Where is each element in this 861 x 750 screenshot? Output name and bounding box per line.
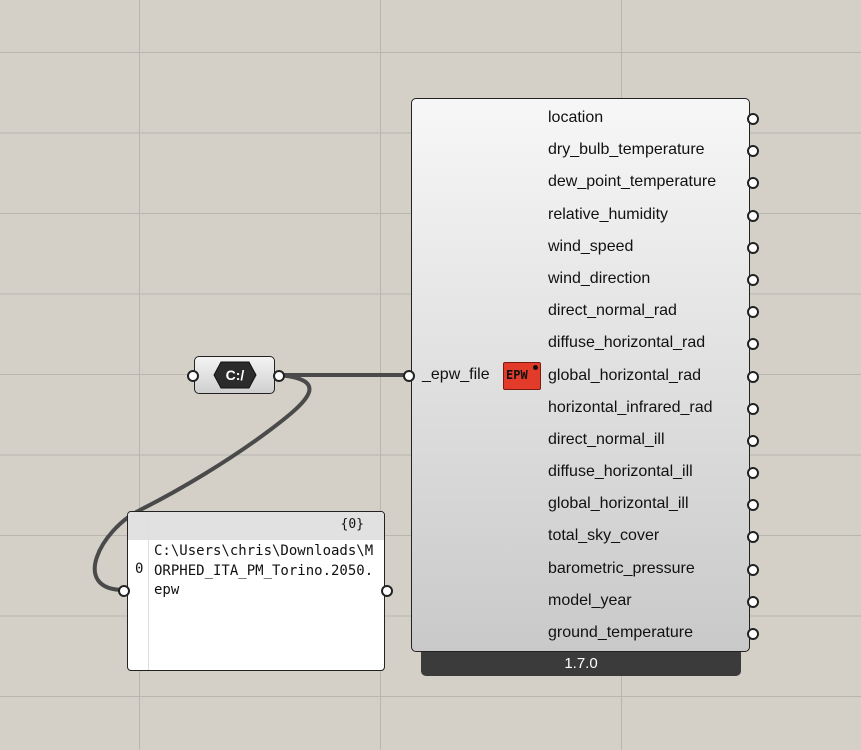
output-port[interactable] — [747, 209, 759, 222]
output-label: total_sky_cover — [548, 527, 660, 545]
output-port[interactable] — [747, 531, 759, 544]
output-label: relative_humidity — [548, 205, 669, 223]
output-port[interactable] — [747, 241, 759, 254]
output-model-year[interactable]: model_year — [548, 590, 759, 622]
output-label: wind_speed — [548, 237, 634, 255]
epw-icon: EPW — [503, 362, 541, 390]
output-port[interactable] — [747, 628, 759, 640]
input-epw-file-label: _epw_file — [422, 366, 490, 383]
output-diffuse-horizontal-rad[interactable]: diffuse_horizontal_rad — [548, 332, 759, 364]
wire-panel-to-path — [92, 373, 312, 592]
panel-item-index: 0 — [135, 561, 144, 577]
file-path-component[interactable]: C:/ — [194, 356, 275, 394]
output-dew-point-temperature[interactable]: dew_point_temperature — [548, 171, 759, 203]
panel-output-port[interactable] — [381, 585, 393, 597]
panel-input-port[interactable] — [118, 585, 130, 597]
output-label: direct_normal_rad — [548, 302, 677, 320]
output-port[interactable] — [747, 145, 759, 158]
output-port[interactable] — [747, 499, 759, 512]
output-port[interactable] — [747, 402, 759, 415]
output-list: location dry_bulb_temperature dew_point_… — [548, 107, 759, 654]
output-label: location — [548, 109, 604, 126]
output-wind-speed[interactable]: wind_speed — [548, 236, 759, 268]
output-port[interactable] — [747, 113, 759, 125]
panel-header: {0} — [128, 512, 384, 540]
output-wind-direction[interactable]: wind_direction — [548, 268, 759, 300]
panel-item-text: C:\Users\chris\Downloads\MORPHED_ITA_PM_… — [154, 543, 374, 598]
output-label: ground_temperature — [548, 624, 693, 641]
output-label: diffuse_horizontal_ill — [548, 463, 693, 481]
output-port[interactable] — [747, 338, 759, 351]
output-total-sky-cover[interactable]: total_sky_cover — [548, 525, 759, 557]
panel-divider-line — [148, 512, 149, 670]
epw-icon-dot — [533, 365, 538, 370]
path-input-port[interactable] — [187, 370, 199, 382]
output-diffuse-horizontal-ill[interactable]: diffuse_horizontal_ill — [548, 461, 759, 493]
output-port[interactable] — [747, 177, 759, 190]
file-path-icon: C:/ — [213, 361, 257, 389]
text-panel[interactable]: {0} 0 C:\Users\chris\Downloads\MORPHED_I… — [127, 511, 385, 671]
output-global-horizontal-ill[interactable]: global_horizontal_ill — [548, 493, 759, 525]
output-label: dew_point_temperature — [548, 173, 717, 191]
output-label: global_horizontal_ill — [548, 495, 689, 513]
output-label: horizontal_infrared_rad — [548, 398, 713, 416]
output-port[interactable] — [747, 370, 759, 383]
output-label: model_year — [548, 591, 632, 609]
epw-icon-text: EPW — [506, 368, 528, 382]
output-global-horizontal-rad[interactable]: global_horizontal_rad — [548, 365, 759, 397]
output-label: global_horizontal_rad — [548, 366, 701, 384]
version-bar: 1.7.0 — [421, 652, 741, 676]
output-port[interactable] — [747, 306, 759, 319]
output-barometric-pressure[interactable]: barometric_pressure — [548, 558, 759, 590]
panel-branch-label: {0} — [340, 517, 364, 532]
file-path-icon-label: C:/ — [226, 367, 245, 383]
output-port[interactable] — [747, 563, 759, 576]
output-label: diffuse_horizontal_rad — [548, 334, 706, 352]
output-ground-temperature[interactable]: ground_temperature — [548, 622, 759, 654]
output-label: wind_direction — [548, 269, 651, 287]
output-port[interactable] — [747, 595, 759, 608]
import-epw-component[interactable]: _epw_file EPW location dry_bulb_temperat… — [411, 98, 759, 654]
output-horizontal-infrared-rad[interactable]: horizontal_infrared_rad — [548, 397, 759, 429]
output-label: direct_normal_ill — [548, 430, 665, 448]
output-relative-humidity[interactable]: relative_humidity — [548, 204, 759, 236]
output-dry-bulb-temperature[interactable]: dry_bulb_temperature — [548, 139, 759, 171]
epw-input-port[interactable] — [403, 370, 415, 382]
output-port[interactable] — [747, 434, 759, 447]
output-label: barometric_pressure — [548, 559, 695, 577]
output-direct-normal-ill[interactable]: direct_normal_ill — [548, 429, 759, 461]
output-direct-normal-rad[interactable]: direct_normal_rad — [548, 300, 759, 332]
output-location[interactable]: location — [548, 107, 759, 139]
output-port[interactable] — [747, 273, 759, 286]
output-label: dry_bulb_temperature — [548, 141, 705, 159]
path-output-port[interactable] — [273, 370, 285, 382]
output-port[interactable] — [747, 467, 759, 480]
